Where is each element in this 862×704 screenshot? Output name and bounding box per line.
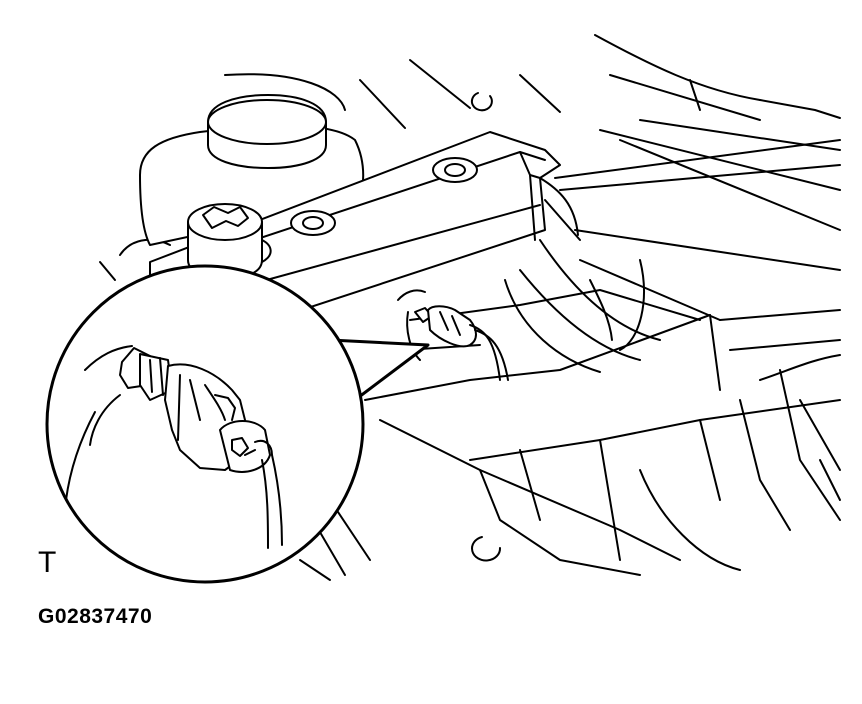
vehicle-body-structure bbox=[100, 35, 840, 580]
figure-code: G02837470 bbox=[38, 605, 153, 628]
mounting-hole-icon bbox=[472, 93, 492, 110]
bracket-bolt-icon bbox=[188, 204, 271, 278]
view-mark: T bbox=[38, 546, 57, 579]
mounting-hole-icon bbox=[472, 537, 500, 560]
electrical-connector-icon bbox=[398, 290, 508, 380]
connector-detail bbox=[66, 346, 282, 548]
